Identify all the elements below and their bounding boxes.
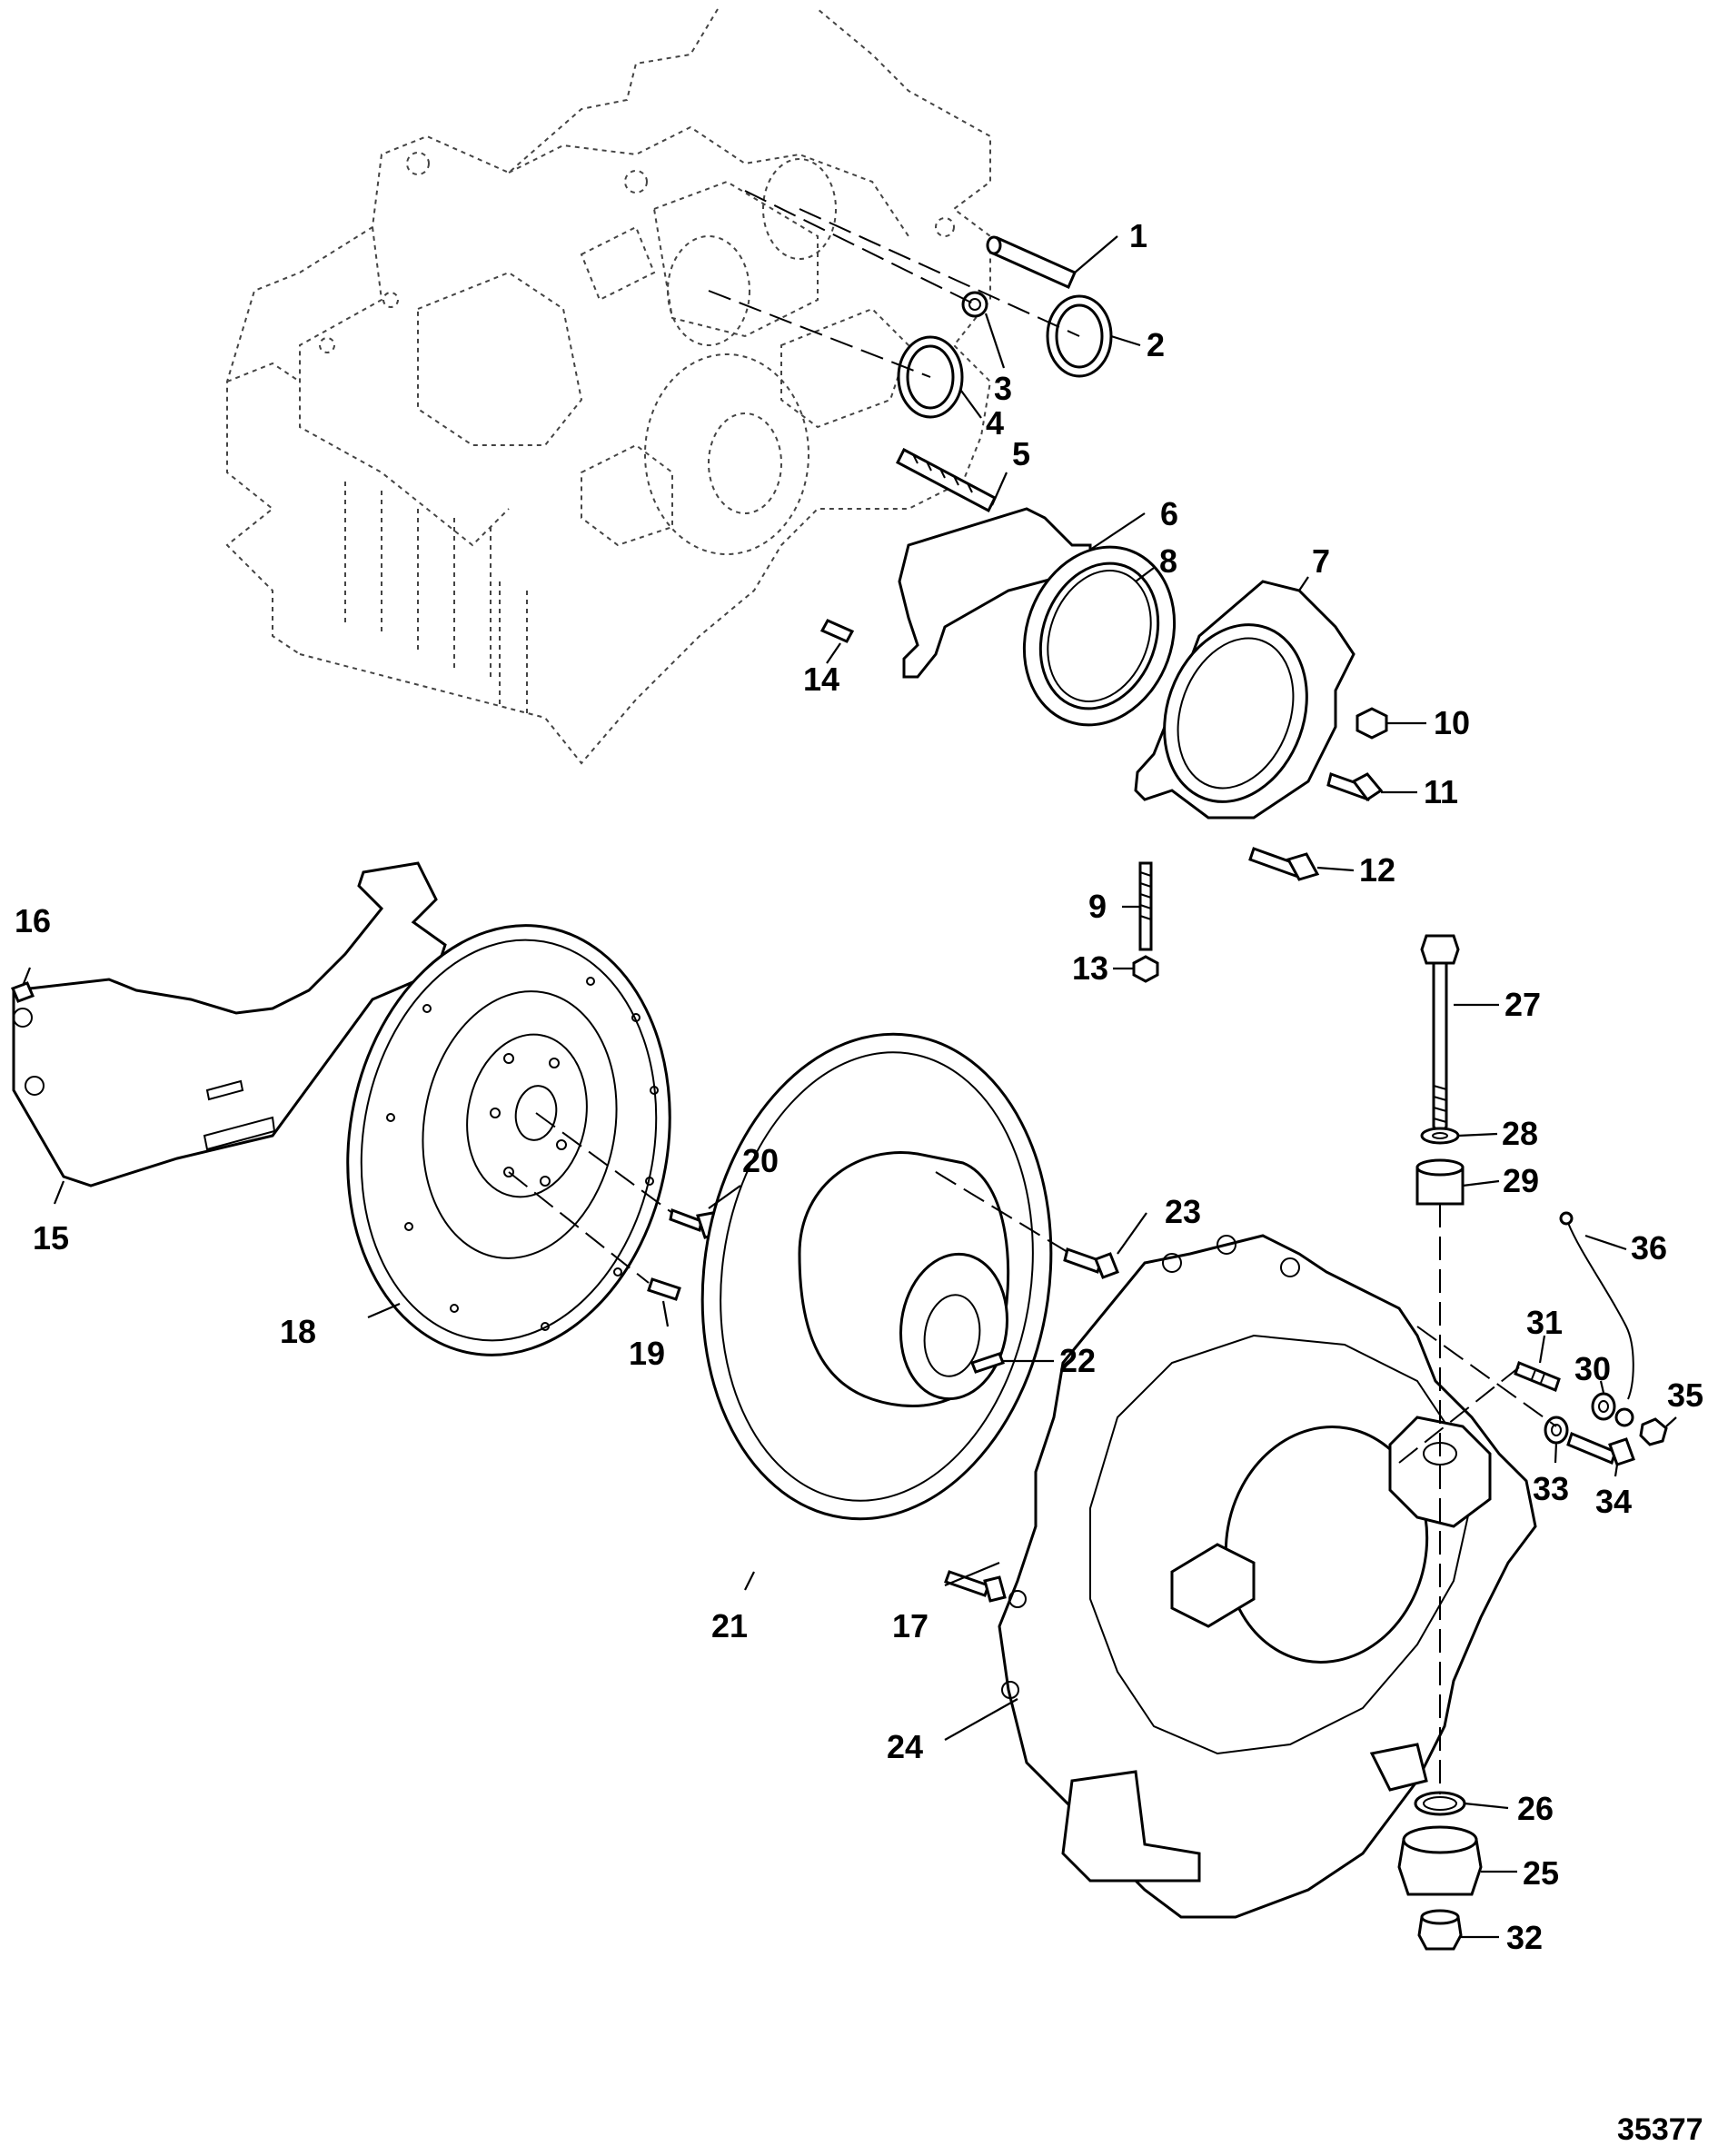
stud-part-31 xyxy=(1514,1361,1561,1392)
callout-4: 4 xyxy=(986,404,1004,442)
callout-35: 35 xyxy=(1667,1376,1703,1414)
callout-12: 12 xyxy=(1359,851,1395,889)
callout-9: 9 xyxy=(1088,888,1107,925)
engine-block-ghost xyxy=(225,8,992,765)
callout-36: 36 xyxy=(1631,1229,1667,1267)
callout-28: 28 xyxy=(1502,1115,1538,1152)
callout-17: 17 xyxy=(892,1607,929,1644)
callout-18: 18 xyxy=(280,1313,316,1350)
bolt-part-34 xyxy=(1566,1431,1635,1466)
callout-13: 13 xyxy=(1072,949,1108,987)
bolt-part-23 xyxy=(1063,1247,1119,1279)
gasket-part-6 xyxy=(898,507,1092,679)
mount-part-25 xyxy=(1397,1825,1483,1896)
callout-26: 26 xyxy=(1517,1790,1554,1827)
bolt-part-12 xyxy=(1248,847,1320,881)
stud-part-5 xyxy=(896,447,997,513)
callout-1: 1 xyxy=(1129,217,1147,254)
ground-strap-part-36 xyxy=(1559,1211,1634,1427)
callout-3: 3 xyxy=(994,370,1012,407)
callout-29: 29 xyxy=(1503,1162,1539,1199)
callout-34: 34 xyxy=(1595,1483,1632,1520)
washer-part-33 xyxy=(1544,1416,1569,1445)
callout-8: 8 xyxy=(1159,542,1177,580)
callout-25: 25 xyxy=(1523,1854,1559,1892)
drive-plate-part-21 xyxy=(700,1032,1053,1521)
dowel-pin-part-19 xyxy=(647,1277,681,1301)
callout-22: 22 xyxy=(1059,1342,1096,1379)
callout-33: 33 xyxy=(1533,1470,1569,1507)
callout-2: 2 xyxy=(1147,326,1165,363)
nut-part-13 xyxy=(1132,955,1159,983)
washer-part-28 xyxy=(1420,1127,1460,1145)
callout-15: 15 xyxy=(33,1219,69,1257)
washer-part-26 xyxy=(1414,1791,1466,1816)
seal-housing-part-7 xyxy=(1134,580,1356,820)
nut-part-10 xyxy=(1356,707,1388,740)
callout-31: 31 xyxy=(1526,1304,1563,1341)
bolt-part-27 xyxy=(1420,934,1460,1138)
figure-number: 35377 xyxy=(1617,2112,1703,2147)
callout-30: 30 xyxy=(1574,1350,1611,1387)
callout-11: 11 xyxy=(1424,773,1458,810)
callout-5: 5 xyxy=(1012,435,1030,472)
callout-10: 10 xyxy=(1434,704,1470,741)
stud-part-9 xyxy=(1138,861,1153,951)
callout-16: 16 xyxy=(15,902,51,939)
dowel-pin-part-14 xyxy=(819,619,855,643)
callout-labels: 1 2 3 4 5 6 7 8 9 10 11 12 13 14 15 16 1… xyxy=(15,217,1703,1956)
flywheel-part-18 xyxy=(346,924,671,1356)
callout-6: 6 xyxy=(1160,495,1178,532)
flywheel-cover-part-15 xyxy=(12,861,447,1187)
bolt-part-17 xyxy=(944,1570,1007,1603)
flywheel-housing-part-24 xyxy=(998,1234,1537,1919)
fitting-part-22 xyxy=(970,1352,1005,1374)
callout-21: 21 xyxy=(711,1607,748,1644)
washer-part-30 xyxy=(1591,1392,1616,1421)
rear-main-seal-part-8 xyxy=(1022,545,1177,727)
leader-lines xyxy=(21,235,1677,1939)
callout-27: 27 xyxy=(1504,986,1541,1023)
callout-24: 24 xyxy=(887,1728,923,1765)
callout-7: 7 xyxy=(1312,542,1330,580)
nut-part-35 xyxy=(1639,1417,1668,1446)
bolt-part-11 xyxy=(1326,772,1384,802)
plug-part-3 xyxy=(961,291,988,318)
callout-23: 23 xyxy=(1165,1193,1201,1230)
callout-20: 20 xyxy=(742,1142,779,1179)
callout-19: 19 xyxy=(629,1335,665,1372)
alignment-lines xyxy=(508,190,1557,1794)
callout-14: 14 xyxy=(803,661,839,698)
spacer-part-29 xyxy=(1415,1158,1465,1206)
nut-part-32 xyxy=(1417,1909,1463,1951)
callout-32: 32 xyxy=(1506,1919,1543,1956)
dowel-pin-part-1 xyxy=(986,235,1077,289)
